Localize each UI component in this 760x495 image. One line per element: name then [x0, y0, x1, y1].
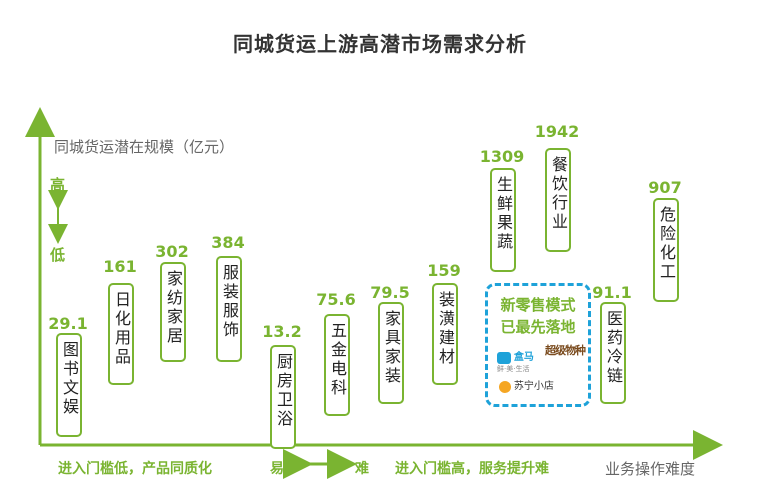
value-label: 29.1	[48, 314, 88, 333]
value-label: 384	[211, 233, 245, 252]
category-box: 厨房卫浴	[270, 345, 296, 449]
category-box: 家纺家居	[160, 262, 186, 362]
value-label: 13.2	[262, 322, 302, 341]
callout-line1: 新零售模式	[500, 296, 576, 314]
value-label: 161	[103, 257, 137, 276]
y-low-label: 低	[50, 246, 66, 264]
value-label: 79.5	[370, 283, 410, 302]
chart-title: 同城货运上游高潜市场需求分析	[233, 32, 527, 56]
category-box: 危险化工	[653, 198, 679, 302]
suning-logo: 苏宁小店	[499, 377, 554, 393]
super-species-logo: 超级物种	[545, 344, 586, 357]
hema-logo: 盒马 鲜·美·生活	[497, 351, 534, 373]
category-box: 日化用品	[108, 283, 134, 385]
category-box: 生鲜果蔬	[490, 168, 516, 272]
category-box: 图书文娱	[56, 333, 82, 437]
value-label: 907	[648, 178, 682, 197]
x-easy-label: 易	[270, 461, 284, 477]
value-label: 302	[155, 242, 189, 261]
category-box: 医药冷链	[600, 302, 626, 404]
category-box: 家具家装	[378, 302, 404, 404]
x-right-note: 进入门槛高，服务提升难	[395, 461, 549, 477]
value-label: 159	[427, 261, 461, 280]
value-label: 91.1	[592, 283, 632, 302]
x-left-note: 进入门槛低，产品同质化	[58, 461, 212, 477]
value-label: 1309	[479, 147, 525, 166]
x-axis-label: 业务操作难度	[605, 460, 696, 478]
category-box: 装潢建材	[432, 283, 458, 385]
new-retail-callout	[485, 283, 591, 407]
value-label: 75.6	[316, 290, 356, 309]
y-axis-label: 同城货运潜在规模（亿元）	[54, 138, 235, 156]
category-box: 服装服饰	[216, 256, 242, 362]
x-hard-label: 难	[355, 461, 369, 477]
category-box: 五金电科	[324, 314, 350, 416]
value-label: 1942	[534, 122, 580, 141]
y-high-label: 高	[50, 176, 66, 194]
callout-line2: 已最先落地	[500, 318, 576, 336]
category-box: 餐饮行业	[545, 148, 571, 252]
